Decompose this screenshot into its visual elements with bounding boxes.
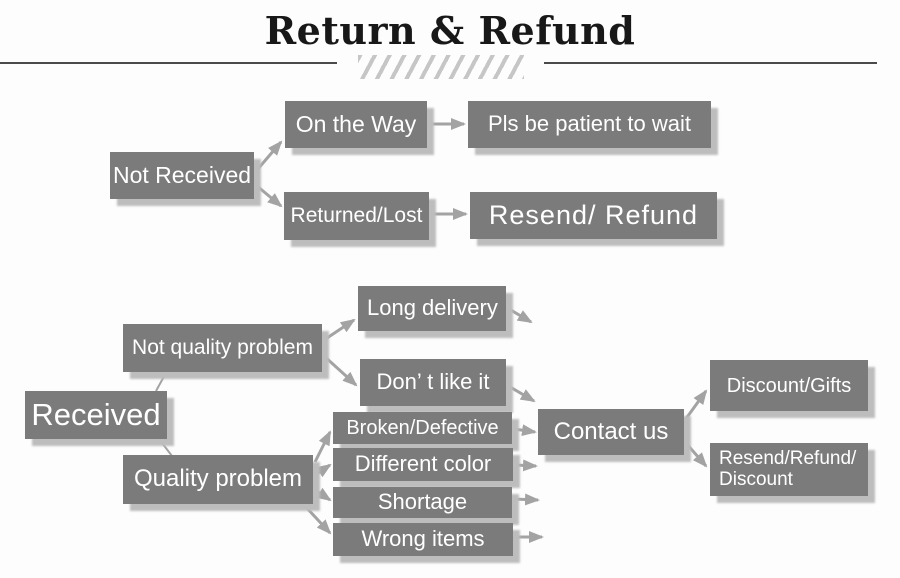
node-not-received: Not Received — [110, 152, 254, 199]
edge-not-received-on-the-way — [255, 140, 283, 171]
node-on-the-way: On the Way — [285, 101, 427, 148]
node-pls-be-patient: Pls be patient to wait — [468, 101, 711, 148]
node-contact-us: Contact us — [538, 409, 684, 455]
node-quality-problem: Quality problem — [123, 455, 313, 504]
edge-dont-like-it-contact-us — [504, 382, 536, 403]
page-title: Return & Refund — [264, 8, 636, 53]
edge-quality-problem-broken-defective — [313, 430, 332, 463]
edge-shortage-contact-us — [512, 493, 540, 506]
node-returned-lost: Returned/Lost — [284, 192, 429, 240]
edge-quality-problem-different-color — [314, 463, 332, 478]
edge-broken-defective-contact-us — [513, 424, 537, 437]
title-underline-left — [0, 62, 337, 64]
edge-contact-us-discount-gifts — [683, 389, 708, 421]
node-long-delivery: Long delivery — [358, 286, 506, 331]
node-discount-gifts: Discount/Gifts — [710, 360, 868, 411]
edge-not-received-returned-lost — [256, 184, 283, 208]
node-not-quality-problem: Not quality problem — [123, 324, 322, 372]
node-resend-refund: Resend/ Refund — [470, 192, 717, 239]
node-received: Received — [25, 391, 167, 439]
node-shortage: Shortage — [333, 487, 512, 518]
edge-different-color-contact-us — [514, 459, 538, 472]
edge-not-quality-problem-long-delivery — [323, 318, 356, 342]
edge-received-quality-problem — [158, 438, 173, 457]
edge-contact-us-resend-refund-discount — [683, 441, 708, 468]
node-wrong-items: Wrong items — [333, 523, 513, 556]
edge-quality-problem-shortage — [314, 487, 332, 502]
edge-received-not-quality-problem — [155, 370, 168, 392]
hatch-decoration — [358, 55, 524, 79]
title-underline-right — [544, 62, 877, 64]
node-dont-like-it: Don’ t like it — [360, 359, 506, 406]
edge-long-delivery-contact-us — [503, 304, 533, 324]
edge-not-quality-problem-dont-like-it — [322, 354, 358, 387]
node-resend-refund-discount: Resend/Refund/ Discount — [710, 443, 868, 496]
node-different-color: Different color — [333, 448, 513, 481]
node-broken-defective: Broken/Defective — [333, 412, 512, 444]
edge-quality-problem-wrong-items — [303, 504, 332, 535]
